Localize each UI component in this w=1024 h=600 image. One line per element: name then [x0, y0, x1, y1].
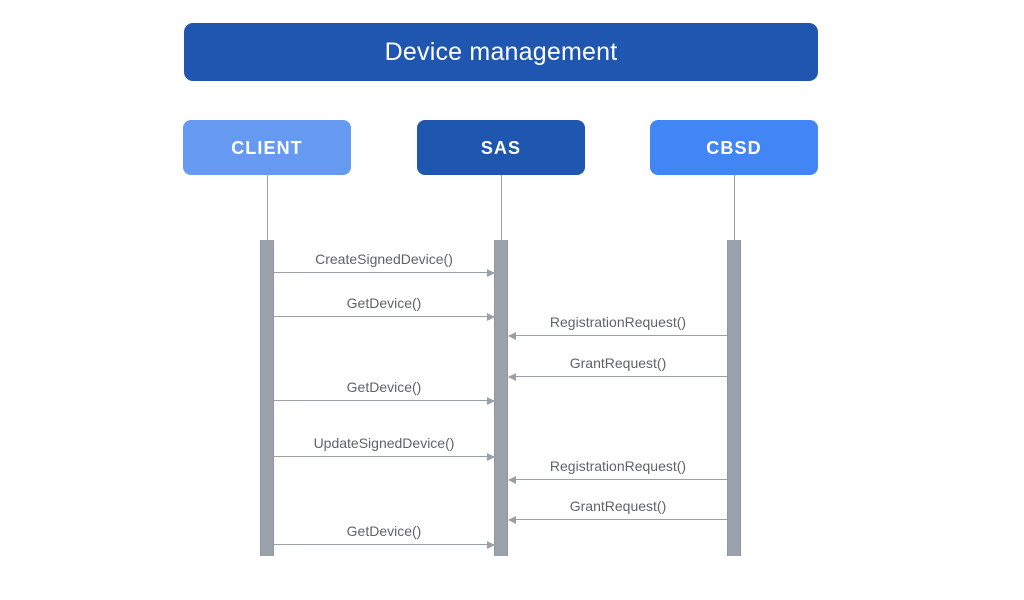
arrowhead-left-icon	[508, 331, 516, 340]
lifeline-sas	[501, 175, 502, 241]
arrowhead-left-icon	[508, 515, 516, 524]
arrowhead-left-icon	[508, 475, 516, 484]
message-line	[274, 272, 494, 273]
message-line	[274, 544, 494, 545]
participant-sas[interactable]: SAS	[417, 120, 585, 175]
participant-cbsd[interactable]: CBSD	[650, 120, 818, 175]
message-label: GetDevice()	[346, 295, 422, 311]
message-line	[509, 376, 727, 377]
arrowhead-right-icon	[487, 452, 495, 461]
activation-bar-client	[260, 240, 274, 556]
message-label: GetDevice()	[346, 523, 422, 539]
arrowhead-left-icon	[508, 372, 516, 381]
message-label: GetDevice()	[346, 379, 422, 395]
diagram-title-banner: Device management	[184, 23, 818, 81]
activation-bar-cbsd	[727, 240, 741, 556]
participant-client[interactable]: CLIENT	[183, 120, 351, 175]
message-line	[274, 456, 494, 457]
arrowhead-right-icon	[487, 540, 495, 549]
message-label: GrantRequest()	[569, 498, 667, 514]
arrowhead-right-icon	[487, 396, 495, 405]
message-line	[509, 335, 727, 336]
lifeline-client	[267, 175, 268, 241]
message-line	[274, 316, 494, 317]
message-label: RegistrationRequest()	[549, 458, 687, 474]
participant-label-sas: SAS	[480, 137, 522, 158]
arrowhead-right-icon	[487, 268, 495, 277]
page-title: Device management	[384, 37, 618, 66]
message-label: GrantRequest()	[569, 355, 667, 371]
arrowhead-right-icon	[487, 312, 495, 321]
participant-label-cbsd: CBSD	[706, 137, 762, 158]
lifeline-cbsd	[734, 175, 735, 241]
activation-bar-sas	[494, 240, 508, 556]
message-label: UpdateSignedDevice()	[313, 435, 455, 451]
message-label: RegistrationRequest()	[549, 314, 687, 330]
message-line	[274, 400, 494, 401]
message-line	[509, 479, 727, 480]
message-label: CreateSignedDevice()	[315, 251, 453, 267]
participant-label-client: CLIENT	[231, 137, 303, 158]
message-line	[509, 519, 727, 520]
